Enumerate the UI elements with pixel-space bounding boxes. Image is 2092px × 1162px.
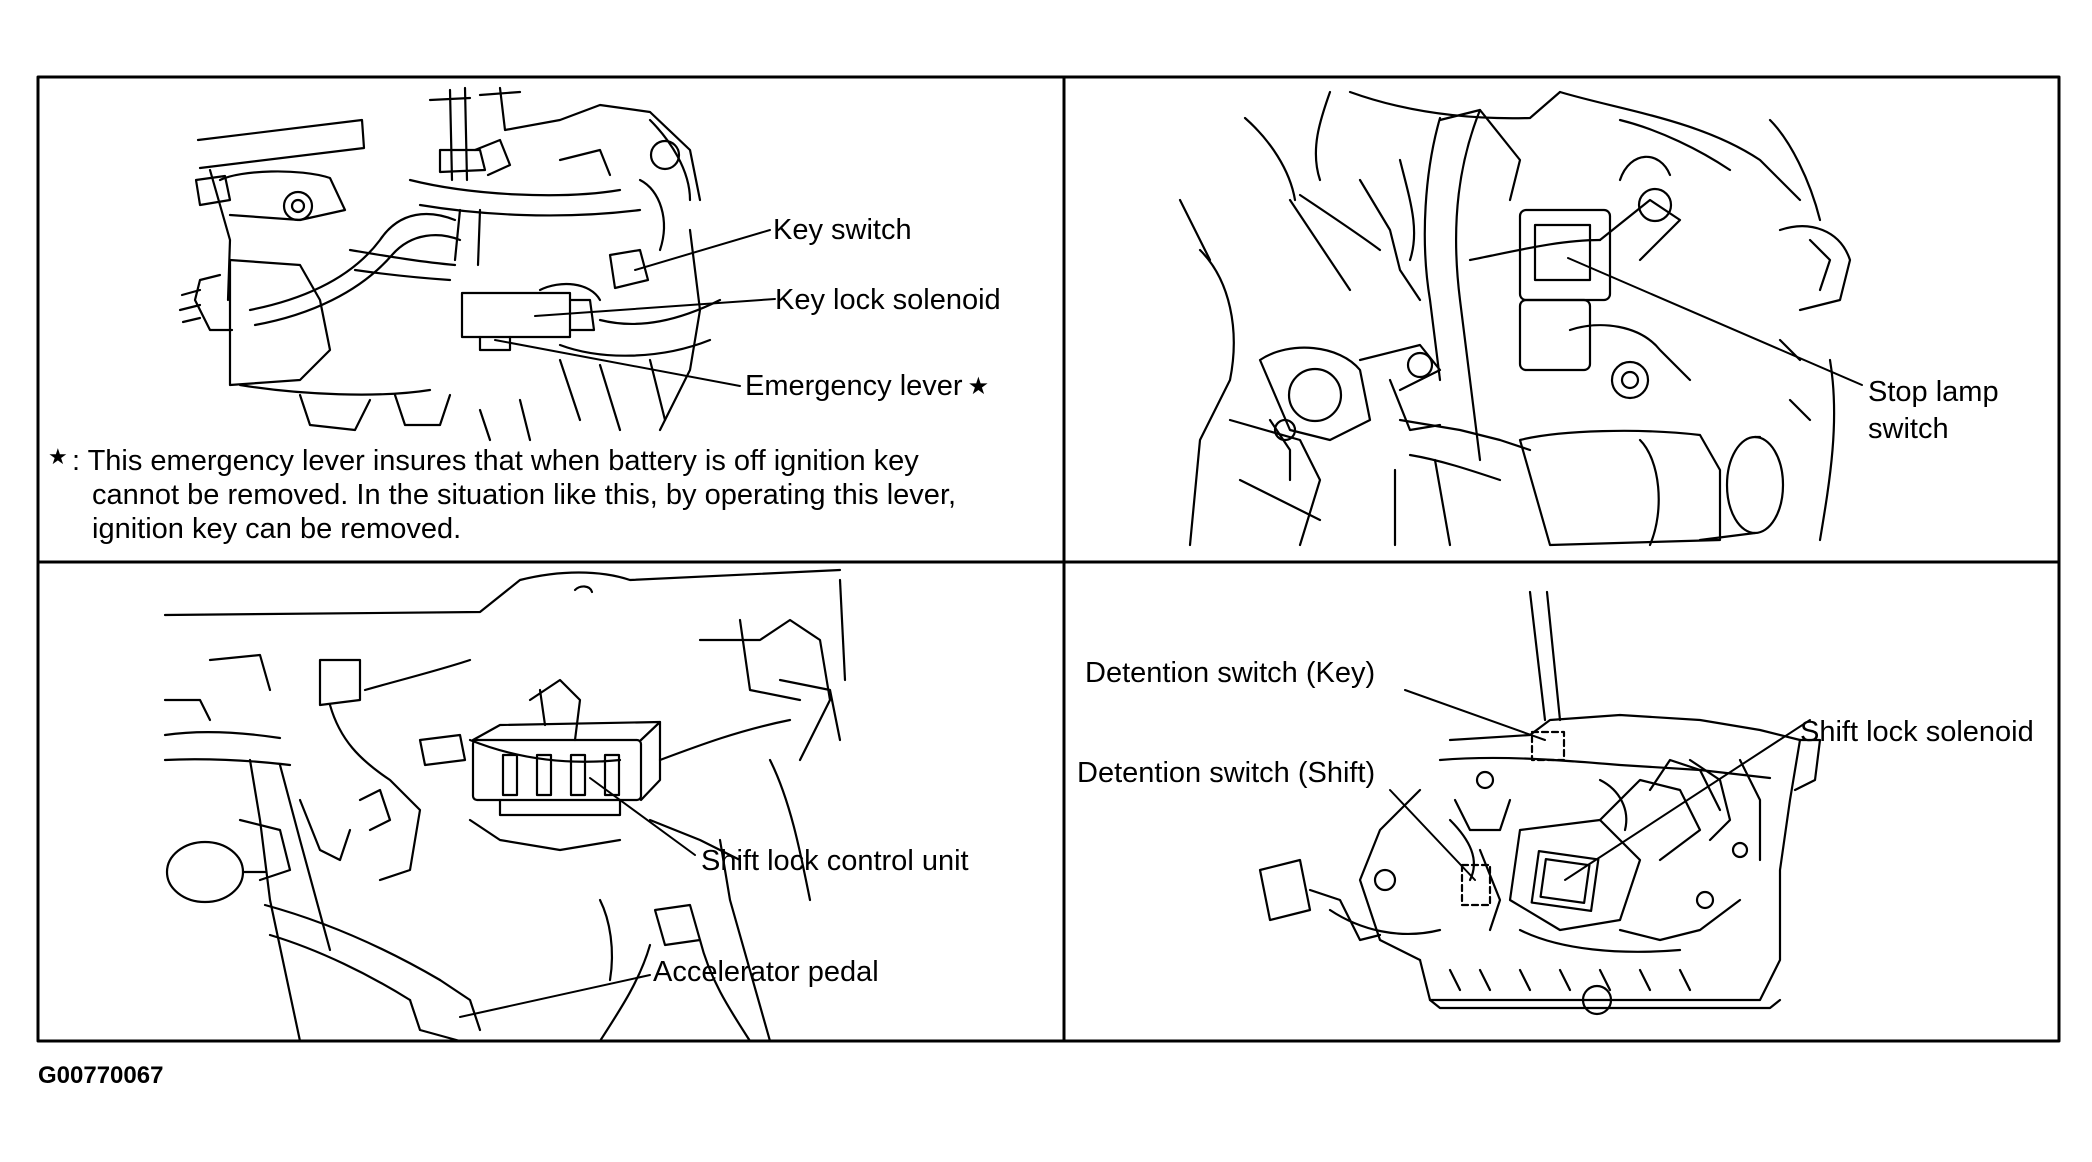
note-line-3: ignition key can be removed. — [92, 513, 462, 545]
label-detention-switch-shift: Detention switch (Shift) — [1077, 757, 1376, 789]
control-unit-illustration — [163, 568, 847, 1043]
label-key-lock-solenoid: Key lock solenoid — [775, 284, 1001, 316]
key-switch-illustration — [178, 86, 722, 442]
label-shift-lock-solenoid: Shift lock solenoid — [1800, 716, 2034, 748]
key-switch-callout-lines — [494, 229, 776, 387]
shifter-illustration — [1258, 590, 1822, 1016]
note-line-1: : This emergency lever insures that when… — [72, 445, 919, 477]
star-marker-icon: ★ — [967, 373, 990, 400]
stop-lamp-illustration — [1178, 90, 1852, 547]
stop-lamp-callout-line — [1567, 257, 1863, 386]
label-stop-lamp-switch-line-1: Stop lamp — [1868, 376, 1999, 408]
label-detention-switch-key: Detention switch (Key) — [1085, 657, 1376, 689]
label-shift-lock-control-unit: Shift lock control unit — [701, 845, 969, 877]
shifter-callout-lines — [1389, 689, 1811, 881]
panel-frame — [36, 75, 2061, 1043]
label-emergency-lever: Emergency lever★ — [745, 370, 990, 402]
control-unit-callout-lines — [459, 777, 696, 1018]
note-star-icon: ★ — [48, 444, 68, 469]
label-accelerator-pedal: Accelerator pedal — [653, 956, 879, 988]
figure-code: G00770067 — [38, 1062, 164, 1089]
label-stop-lamp-switch-line-2: switch — [1868, 413, 1949, 445]
note-line-2: cannot be removed. In the situation like… — [92, 479, 957, 511]
label-key-switch: Key switch — [773, 214, 912, 246]
